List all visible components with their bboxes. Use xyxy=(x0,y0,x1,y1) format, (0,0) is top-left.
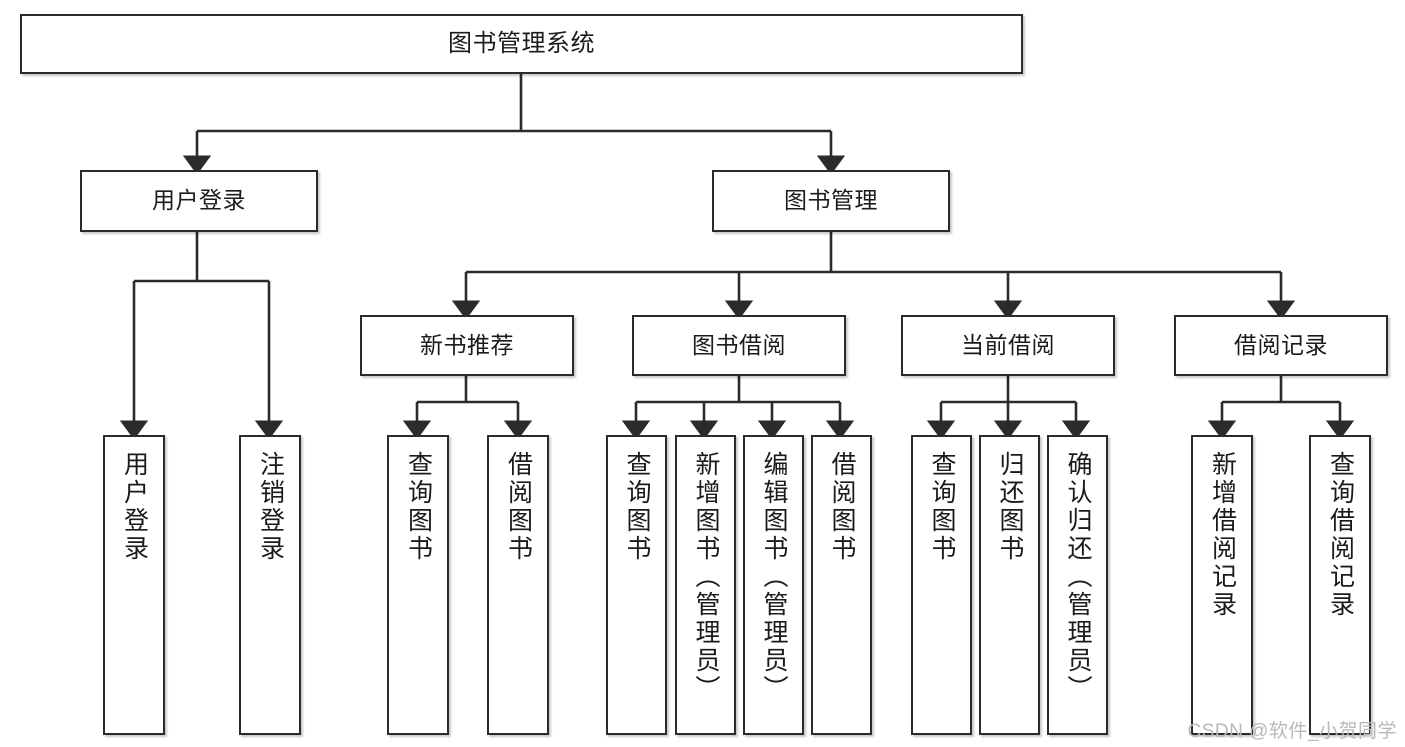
node-leaf-borrow-book-1[interactable]: 借阅图书 xyxy=(487,435,549,735)
node-current-borrow[interactable]: 当前借阅 xyxy=(901,315,1115,376)
node-book-management-label: 图书管理 xyxy=(784,187,878,214)
node-leaf-add-book[interactable]: 新增图书（管理员） xyxy=(675,435,736,735)
node-book-borrow[interactable]: 图书借阅 xyxy=(632,315,846,376)
node-leaf-user-login-label: 用户登录 xyxy=(120,451,149,563)
node-new-book-recommend-label: 新书推荐 xyxy=(420,331,514,358)
node-leaf-query-record[interactable]: 查询借阅记录 xyxy=(1309,435,1371,735)
watermark: CSDN @软件_小贺同学 xyxy=(1187,721,1397,742)
node-leaf-edit-book[interactable]: 编辑图书（管理员） xyxy=(743,435,804,735)
node-leaf-confirm-return-label: 确认归还（管理员） xyxy=(1064,451,1092,703)
node-root[interactable]: 图书管理系统 xyxy=(20,14,1023,74)
node-leaf-add-book-label: 新增图书（管理员） xyxy=(692,451,720,703)
node-leaf-borrow-book-1-label: 借阅图书 xyxy=(504,451,533,563)
node-new-book-recommend[interactable]: 新书推荐 xyxy=(360,315,574,376)
node-leaf-edit-book-label: 编辑图书（管理员） xyxy=(760,451,788,703)
node-borrow-record[interactable]: 借阅记录 xyxy=(1174,315,1388,376)
node-leaf-return-book[interactable]: 归还图书 xyxy=(979,435,1040,735)
node-leaf-return-book-label: 归还图书 xyxy=(996,451,1024,563)
node-leaf-query-book-3-label: 查询图书 xyxy=(928,451,956,563)
node-borrow-record-label: 借阅记录 xyxy=(1234,331,1328,358)
node-leaf-query-book-1[interactable]: 查询图书 xyxy=(387,435,449,735)
node-leaf-user-login[interactable]: 用户登录 xyxy=(103,435,165,735)
node-leaf-query-record-label: 查询借阅记录 xyxy=(1326,451,1355,619)
node-leaf-logout-login-label: 注销登录 xyxy=(256,451,285,563)
node-leaf-query-book-2-label: 查询图书 xyxy=(623,451,651,563)
node-user-login[interactable]: 用户登录 xyxy=(80,170,318,232)
node-leaf-logout-login[interactable]: 注销登录 xyxy=(239,435,301,735)
node-leaf-confirm-return[interactable]: 确认归还（管理员） xyxy=(1047,435,1108,735)
node-leaf-query-book-1-label: 查询图书 xyxy=(404,451,433,563)
node-leaf-add-record[interactable]: 新增借阅记录 xyxy=(1191,435,1253,735)
node-leaf-borrow-book-2[interactable]: 借阅图书 xyxy=(811,435,872,735)
node-leaf-query-book-2[interactable]: 查询图书 xyxy=(606,435,667,735)
node-current-borrow-label: 当前借阅 xyxy=(961,331,1055,358)
node-user-login-label: 用户登录 xyxy=(152,187,246,214)
node-book-management[interactable]: 图书管理 xyxy=(712,170,950,232)
node-leaf-add-record-label: 新增借阅记录 xyxy=(1208,451,1237,619)
node-book-borrow-label: 图书借阅 xyxy=(692,331,786,358)
node-root-label: 图书管理系统 xyxy=(448,29,595,57)
node-leaf-query-book-3[interactable]: 查询图书 xyxy=(911,435,972,735)
node-leaf-borrow-book-2-label: 借阅图书 xyxy=(828,451,856,563)
